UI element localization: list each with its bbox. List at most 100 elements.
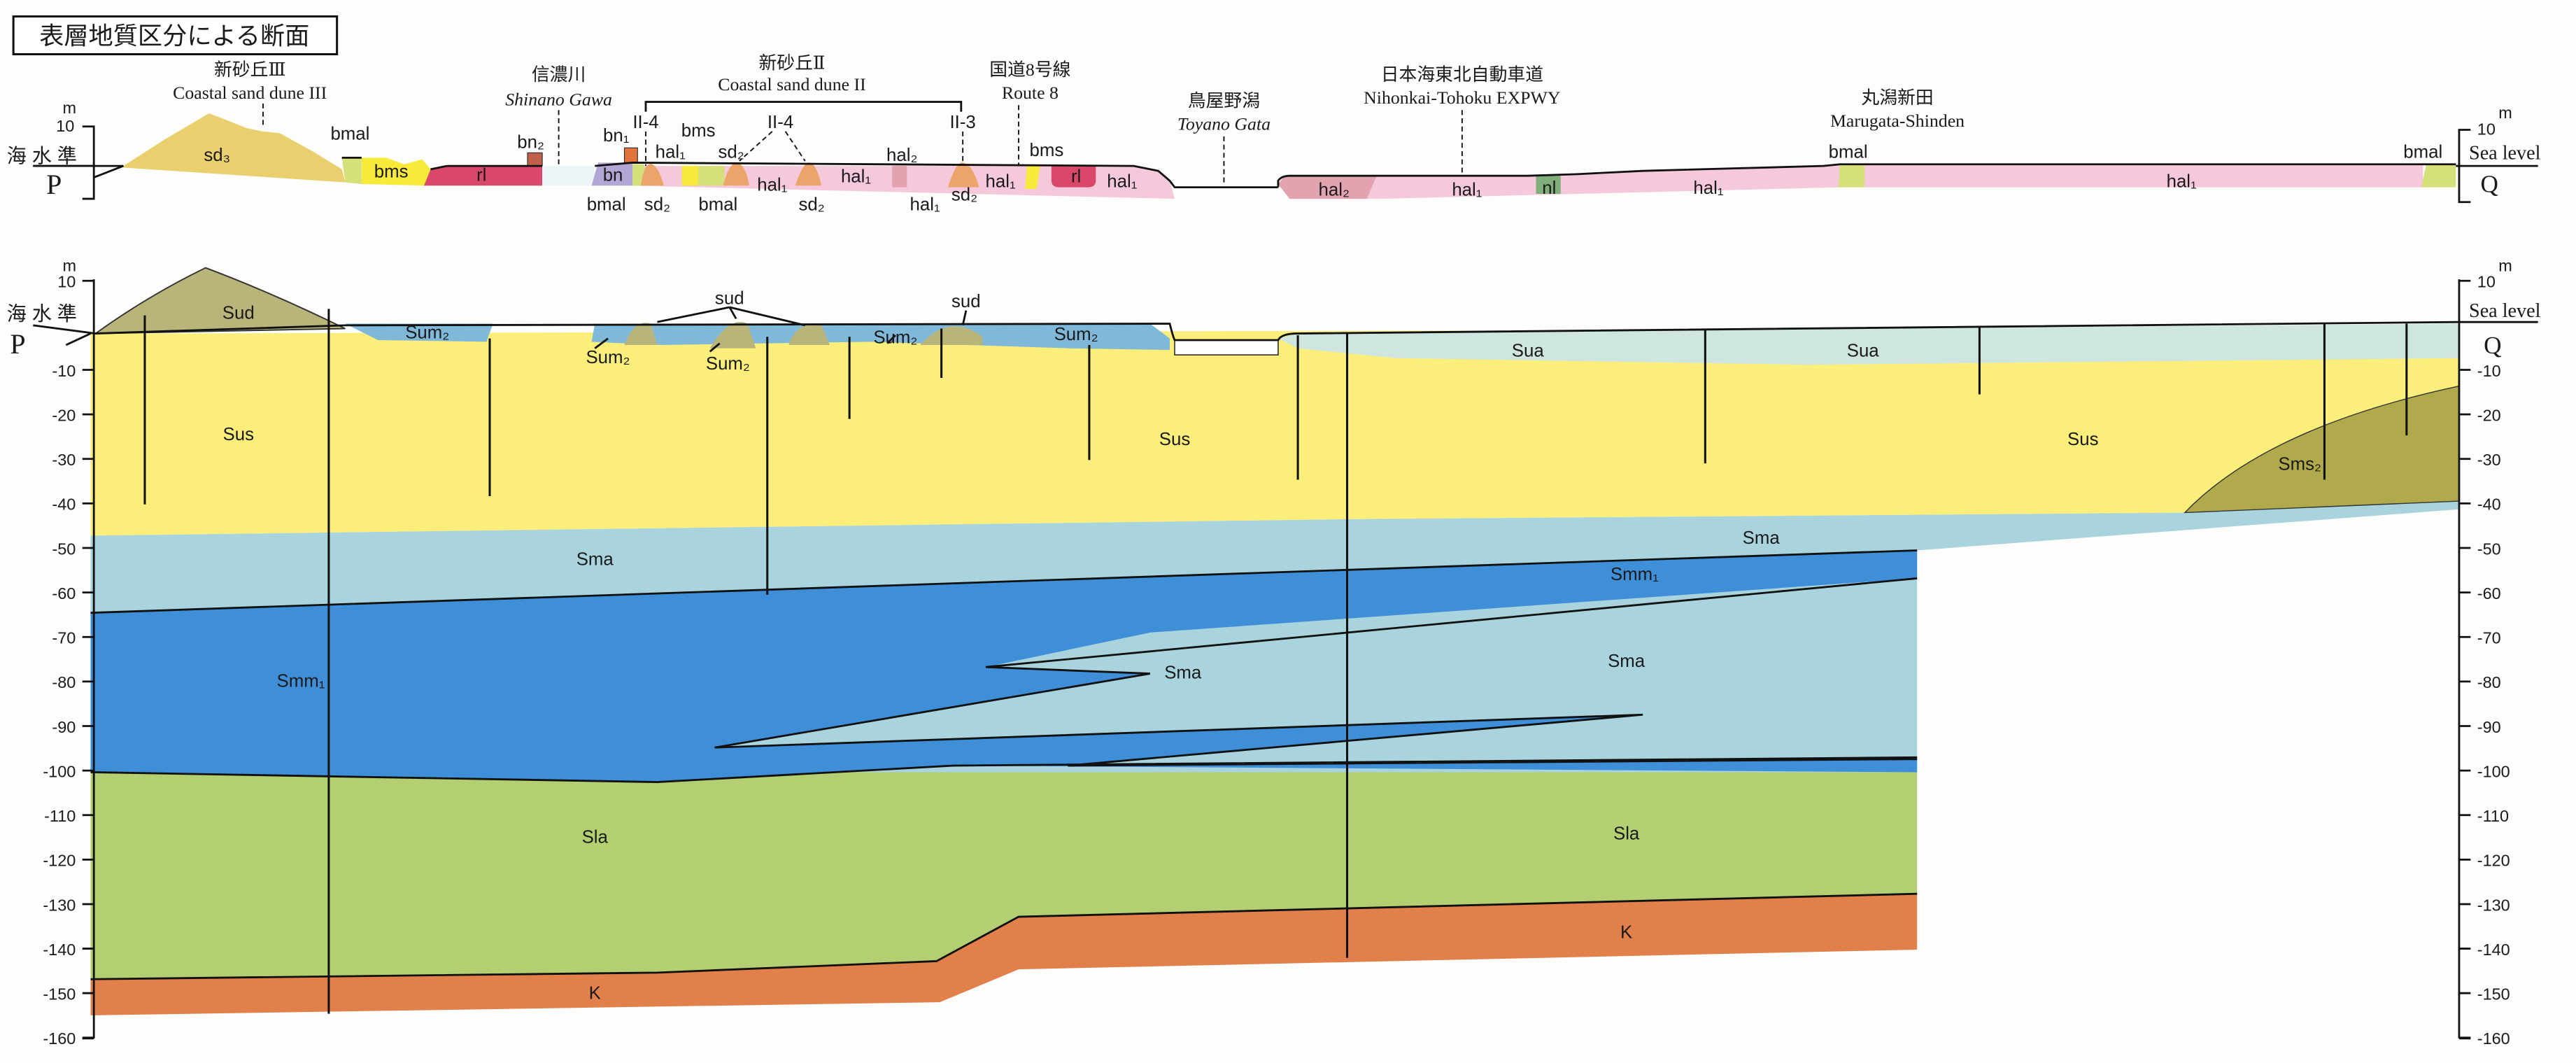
unit-label: K bbox=[589, 983, 601, 1003]
unit-label: hal₁ bbox=[656, 142, 686, 162]
axis-tick-label: -60 bbox=[52, 584, 76, 603]
unit-label: Sud bbox=[222, 303, 255, 323]
landmark-en: Coastal sand dune III bbox=[173, 83, 327, 103]
unit-label: sd₃ bbox=[204, 146, 230, 165]
unit-label: rl bbox=[476, 165, 486, 185]
point-label: P bbox=[46, 169, 62, 200]
depth-axis-right: m Sea level Q 10-10-20-30-40-50-60-70-80… bbox=[2458, 256, 2541, 1048]
landmark-jp: 日本海東北自動車道 bbox=[1381, 64, 1543, 85]
unit-sud bbox=[709, 322, 756, 349]
axis-tick-label: 10 bbox=[57, 273, 76, 291]
unit-label: hal₁ bbox=[986, 172, 1016, 192]
axis-tick-label: -100 bbox=[43, 762, 76, 780]
unit-label: Sus bbox=[2067, 430, 2098, 449]
axis-tick-label: -50 bbox=[2477, 540, 2501, 558]
unit-Sum2 bbox=[657, 323, 1170, 351]
axis-tick-label: -30 bbox=[2477, 451, 2501, 469]
depth-axis-left: m 海 水 準 P 10-10-20-30-40-50-60-70-80-90-… bbox=[7, 256, 95, 1048]
axis-tick-label: -70 bbox=[52, 629, 76, 647]
unit-label: bmal bbox=[698, 195, 737, 215]
unit-sd2 bbox=[723, 162, 749, 186]
landmark-en: Marugata-Shinden bbox=[1830, 111, 1965, 131]
unit-Sus bbox=[90, 328, 2459, 536]
unit-label: sd₂ bbox=[951, 185, 977, 204]
unit-bmal bbox=[698, 166, 725, 186]
subunit-label: II-3 bbox=[949, 113, 975, 132]
axis-tick-label: -160 bbox=[2477, 1029, 2510, 1048]
unit-hal2 bbox=[1278, 176, 1377, 199]
unit-bn1 bbox=[623, 147, 638, 164]
landmark-en: Shinano Gawa bbox=[505, 89, 612, 109]
sea-level-label: Sea level bbox=[2469, 143, 2541, 164]
landmark-en: Nihonkai-Tohoku EXPWY bbox=[1364, 87, 1560, 108]
unit-bms bbox=[681, 166, 699, 186]
ground-surface bbox=[33, 321, 2538, 342]
unit-label: bn₁ bbox=[603, 126, 630, 146]
sea-level-label: 海 水 準 bbox=[7, 302, 77, 325]
unit-label: bms bbox=[681, 121, 716, 141]
unit-sud bbox=[624, 323, 658, 346]
landmark-jp: 信濃川 bbox=[532, 64, 586, 85]
unit-label: sud bbox=[715, 288, 744, 308]
unit-label: sd₂ bbox=[644, 195, 670, 215]
unit-label: hal₁ bbox=[757, 175, 787, 195]
axis-tick-label: -150 bbox=[43, 985, 76, 1004]
axis-value: 10 bbox=[56, 117, 74, 135]
unit-label: K bbox=[1620, 923, 1632, 943]
river-water bbox=[542, 166, 595, 186]
axis-tick-label: -80 bbox=[52, 673, 76, 691]
unit-sud bbox=[788, 324, 830, 346]
unit-label: Smm₁ bbox=[277, 671, 325, 691]
unit-label: hal₁ bbox=[2167, 172, 2197, 192]
top-surface-right bbox=[1277, 163, 2538, 188]
axis-tick-label: -10 bbox=[2477, 362, 2501, 380]
axis-tick-label: -40 bbox=[52, 495, 76, 514]
unit-label: Smm₁ bbox=[1611, 565, 1659, 584]
unit-label: rl bbox=[1071, 167, 1081, 187]
unit-bms bbox=[361, 157, 431, 186]
unit-label: bmal bbox=[330, 125, 369, 144]
axis-tick-label: -130 bbox=[43, 896, 76, 914]
unit-bms bbox=[1025, 166, 1040, 189]
unit-label: Sus bbox=[223, 425, 254, 444]
unit-Sms2 bbox=[2184, 385, 2460, 514]
unit-bmal bbox=[1838, 164, 1865, 188]
axis-tick-label: -100 bbox=[2477, 762, 2510, 780]
unit-label: hal₁ bbox=[1452, 180, 1482, 199]
unit-label: Sum₂ bbox=[405, 323, 449, 343]
unit-label: hal₁ bbox=[841, 167, 871, 187]
landmark-jp: 新砂丘Ⅲ bbox=[214, 59, 285, 80]
landmark-en: Route 8 bbox=[1002, 83, 1059, 103]
unit-label: bn bbox=[603, 165, 623, 185]
unit-label: hal₁ bbox=[1693, 178, 1723, 198]
axis-tick-label: -90 bbox=[52, 718, 76, 736]
unit-Sua bbox=[1278, 323, 2459, 365]
unit-label: sd₂ bbox=[718, 142, 744, 162]
axis-tick-label: -80 bbox=[2477, 673, 2501, 691]
axis-tick-label: -120 bbox=[2477, 852, 2510, 870]
unit-label: Sla bbox=[1613, 824, 1640, 844]
subsurface-geology-section: Sud Sum₂ Sum₂ sud Sum₂ Sum₂ sud Sum₂ Sua… bbox=[7, 256, 2541, 1048]
axis-tick-label: -10 bbox=[52, 362, 76, 380]
axis-tick-label: -60 bbox=[2477, 584, 2501, 603]
unit-sd2 bbox=[640, 164, 664, 186]
axis-tick-label: -110 bbox=[2477, 807, 2509, 825]
axis-tick-label: -130 bbox=[2477, 896, 2510, 914]
landmark-jp: 国道8号線 bbox=[989, 59, 1070, 80]
unit-label: Sua bbox=[1847, 341, 1880, 360]
axis-tick-label: -140 bbox=[43, 941, 76, 959]
unit-sud bbox=[920, 326, 983, 346]
unit-Sum2 bbox=[345, 323, 493, 342]
axis-tick-label: -20 bbox=[52, 406, 76, 424]
point-label: Q bbox=[2484, 332, 2501, 359]
dune-bracket bbox=[644, 101, 963, 112]
unit-bmal bbox=[341, 157, 362, 184]
section-title: 表層地質区分による断面 bbox=[39, 22, 309, 50]
subunit-label: II-4 bbox=[767, 113, 793, 132]
axis-tick-label: -40 bbox=[2477, 495, 2501, 514]
unit-label: bmal bbox=[587, 195, 626, 215]
unit-label: Sms₂ bbox=[2278, 454, 2321, 474]
unit-label: hal₂ bbox=[886, 146, 917, 165]
axis-tick-label: 10 bbox=[2477, 273, 2496, 291]
